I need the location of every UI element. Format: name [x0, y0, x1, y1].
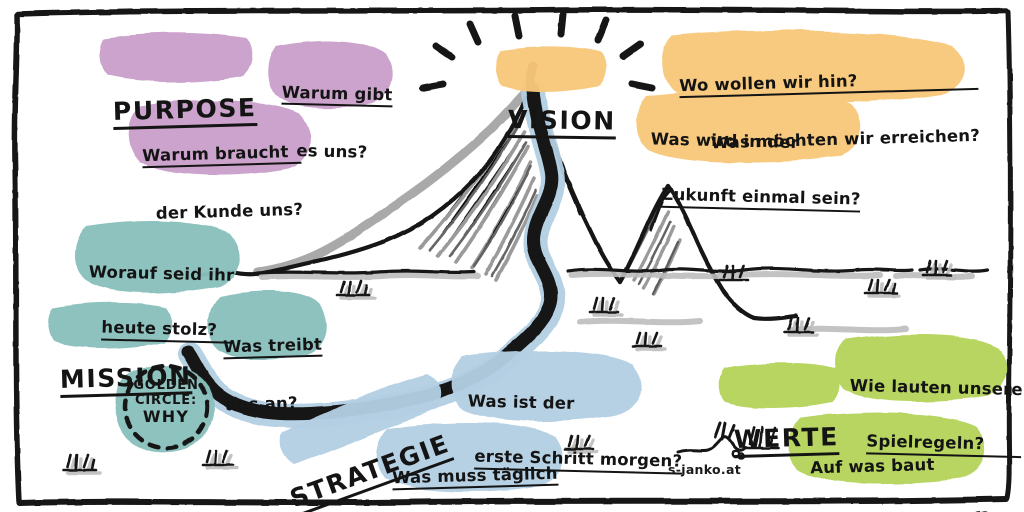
highlight-blobs: [47, 30, 1007, 492]
mission-question-1: Worauf seid ihr heute stolz?: [86, 226, 235, 380]
hand-drawn-frame: [12, 6, 1013, 506]
golden-circle-outline: [122, 363, 210, 451]
golden-circle-label: GOLDEN CIRCLE: WHY: [133, 378, 199, 427]
highlight-mission-q1: [74, 220, 240, 294]
highlight-mission-q2: [208, 290, 327, 360]
highlight-purpose-q2: [128, 100, 312, 176]
highlight-purpose-q1: [267, 40, 393, 108]
strategie-question-2: Was muss täglich getan werden?: [391, 428, 561, 512]
heading-vision: VISION: [507, 50, 617, 195]
watermark-squiggle: [676, 421, 747, 460]
sun-rays-icon: [419, 10, 656, 92]
watermark-text: s-janko.at: [668, 462, 741, 477]
highlight-werte: [718, 362, 840, 408]
vision-question-2: Was wird in der Zukunft einmal sein?: [648, 93, 863, 249]
highlight-vision-q2: [636, 90, 860, 164]
highlight-vision: [495, 46, 608, 92]
highlight-werte-q2: [789, 412, 985, 484]
highlight-strategie: [279, 374, 441, 464]
werte-question-2: Auf was baut unser Handeln auf?: [803, 417, 992, 512]
highlight-strategie-q1: [451, 350, 641, 422]
grass-tufts: [62, 259, 957, 475]
highlight-vision-q1: [662, 30, 965, 104]
highlight-purpose: [99, 32, 252, 82]
highlight-werte-q1: [834, 334, 1007, 402]
highlight-mission: [47, 302, 172, 348]
highlight-strategie-q2: [377, 422, 563, 492]
highlight-golden-circle: [114, 365, 215, 452]
